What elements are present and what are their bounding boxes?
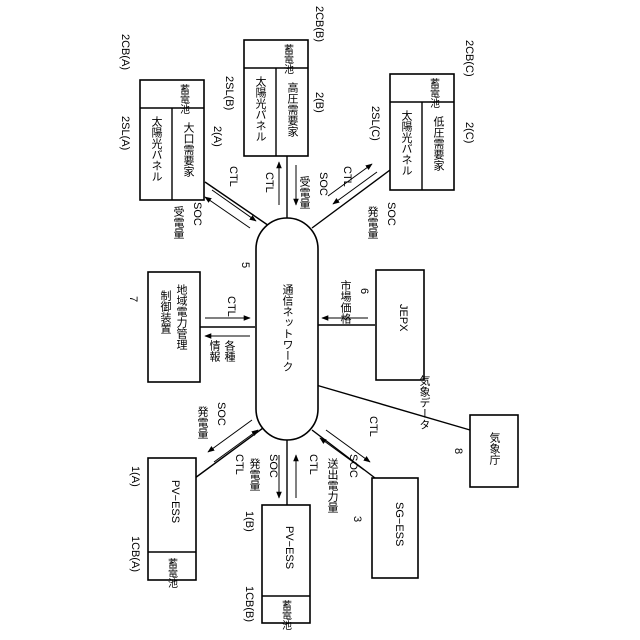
grid-manager-info1: 各種: [223, 339, 236, 362]
pv-ess-a-battery: 蓄電池: [166, 558, 178, 588]
demand-c-panel: 太陽光パネル: [400, 110, 413, 176]
grid-manager-line2: 制御装置: [159, 290, 172, 334]
weather-ref: 8: [452, 448, 464, 454]
sg-ess-ref: 3: [351, 516, 363, 522]
pv-ess-a-box: PV−ESS 蓄電池 1(A) 1CB(A) CTL 発電量 SOC: [129, 402, 245, 588]
demand-c-cb-ref: 2CB(C): [463, 40, 475, 77]
jepx-label: JEPX: [397, 304, 409, 332]
jepx-ref: 6: [358, 288, 370, 294]
demand-a-ctl: CTL: [227, 166, 239, 187]
demand-a-soc: SOC: [191, 202, 203, 226]
demand-b-soc: SOC: [317, 172, 329, 196]
demand-c-demand: 低圧需要家: [432, 116, 445, 171]
demand-a-demand: 大口需要家: [182, 121, 195, 177]
demand-b-cb-ref: 2CB(B): [313, 6, 325, 42]
demand-c-box: 蓄電池 太陽光パネル 低圧需要家 2CB(C) 2SL(C) 2(C) CTL …: [341, 40, 475, 239]
weather-data: 気象データ: [418, 374, 431, 430]
pv-ess-b-soc: SOC: [267, 454, 279, 478]
pv-ess-b-cb-ref: 1CB(B): [243, 586, 255, 622]
demand-a-ref: 2(A): [211, 126, 223, 147]
pv-ess-a-gen: 発電量: [196, 405, 209, 439]
communication-network: 通信ネットワーク 5: [239, 218, 318, 440]
demand-c-ctl: CTL: [341, 166, 353, 187]
demand-c-soc: SOC: [385, 202, 397, 226]
demand-a-recv: 受電量: [172, 206, 185, 239]
demand-c-ref: 2(C): [463, 122, 475, 143]
demand-c-sl-ref: 2SL(C): [369, 106, 381, 141]
grid-manager-ctl: CTL: [225, 296, 237, 317]
weather-agency-box: 気象庁 8 気象データ: [418, 374, 518, 487]
jepx-price: 市場価格: [339, 279, 352, 325]
demand-b-battery: 蓄電池: [282, 44, 294, 74]
demand-b-demand: 高圧需要家: [286, 81, 299, 137]
demand-a-battery: 蓄電池: [178, 84, 190, 114]
pv-ess-a-cb-ref: 1CB(A): [129, 536, 141, 572]
network-ref: 5: [239, 262, 251, 268]
demand-b-ref: 2(B): [313, 92, 325, 113]
pv-ess-a-label: PV−ESS: [169, 480, 181, 523]
demand-c-battery: 蓄電池: [428, 78, 440, 108]
demand-a-sl-ref: 2SL(A): [119, 116, 131, 150]
demand-b-recv: 受電量: [298, 176, 311, 209]
pv-ess-b-ref: 1(B): [243, 511, 255, 532]
pv-ess-b-box: PV−ESS 蓄電池 1(B) 1CB(B) CTL 発電量 SOC: [243, 454, 319, 630]
network-label: 通信ネットワーク: [281, 284, 294, 372]
weather-label: 気象庁: [488, 431, 501, 465]
sg-ess-energy: 送出電力量: [326, 457, 339, 513]
sg-ess-ctl: CTL: [367, 416, 379, 437]
pv-ess-a-ctl: CTL: [233, 454, 245, 475]
pv-ess-b-ctl: CTL: [307, 454, 319, 475]
demand-b-sl-ref: 2SL(B): [223, 76, 235, 110]
demand-a-panel: 太陽光パネル: [150, 116, 163, 182]
sg-ess-soc: SOC: [347, 454, 359, 478]
pv-ess-b-gen: 発電量: [248, 457, 261, 491]
grid-manager-info2: 情報: [208, 340, 221, 363]
pv-ess-a-soc: SOC: [215, 402, 227, 426]
demand-b-ctl: CTL: [263, 172, 275, 193]
grid-manager-line1: 地域電力管理: [175, 284, 188, 350]
demand-c-gen: 発電量: [366, 205, 379, 239]
grid-manager-ref: 7: [127, 296, 139, 302]
pv-ess-b-battery: 蓄電池: [280, 600, 292, 630]
demand-b-panel: 太陽光パネル: [254, 76, 267, 142]
pv-ess-a-ref: 1(A): [129, 466, 141, 487]
sg-ess-label: SG−ESS: [393, 502, 405, 546]
demand-a-cb-ref: 2CB(A): [119, 34, 131, 70]
pv-ess-b-label: PV−ESS: [283, 526, 295, 569]
